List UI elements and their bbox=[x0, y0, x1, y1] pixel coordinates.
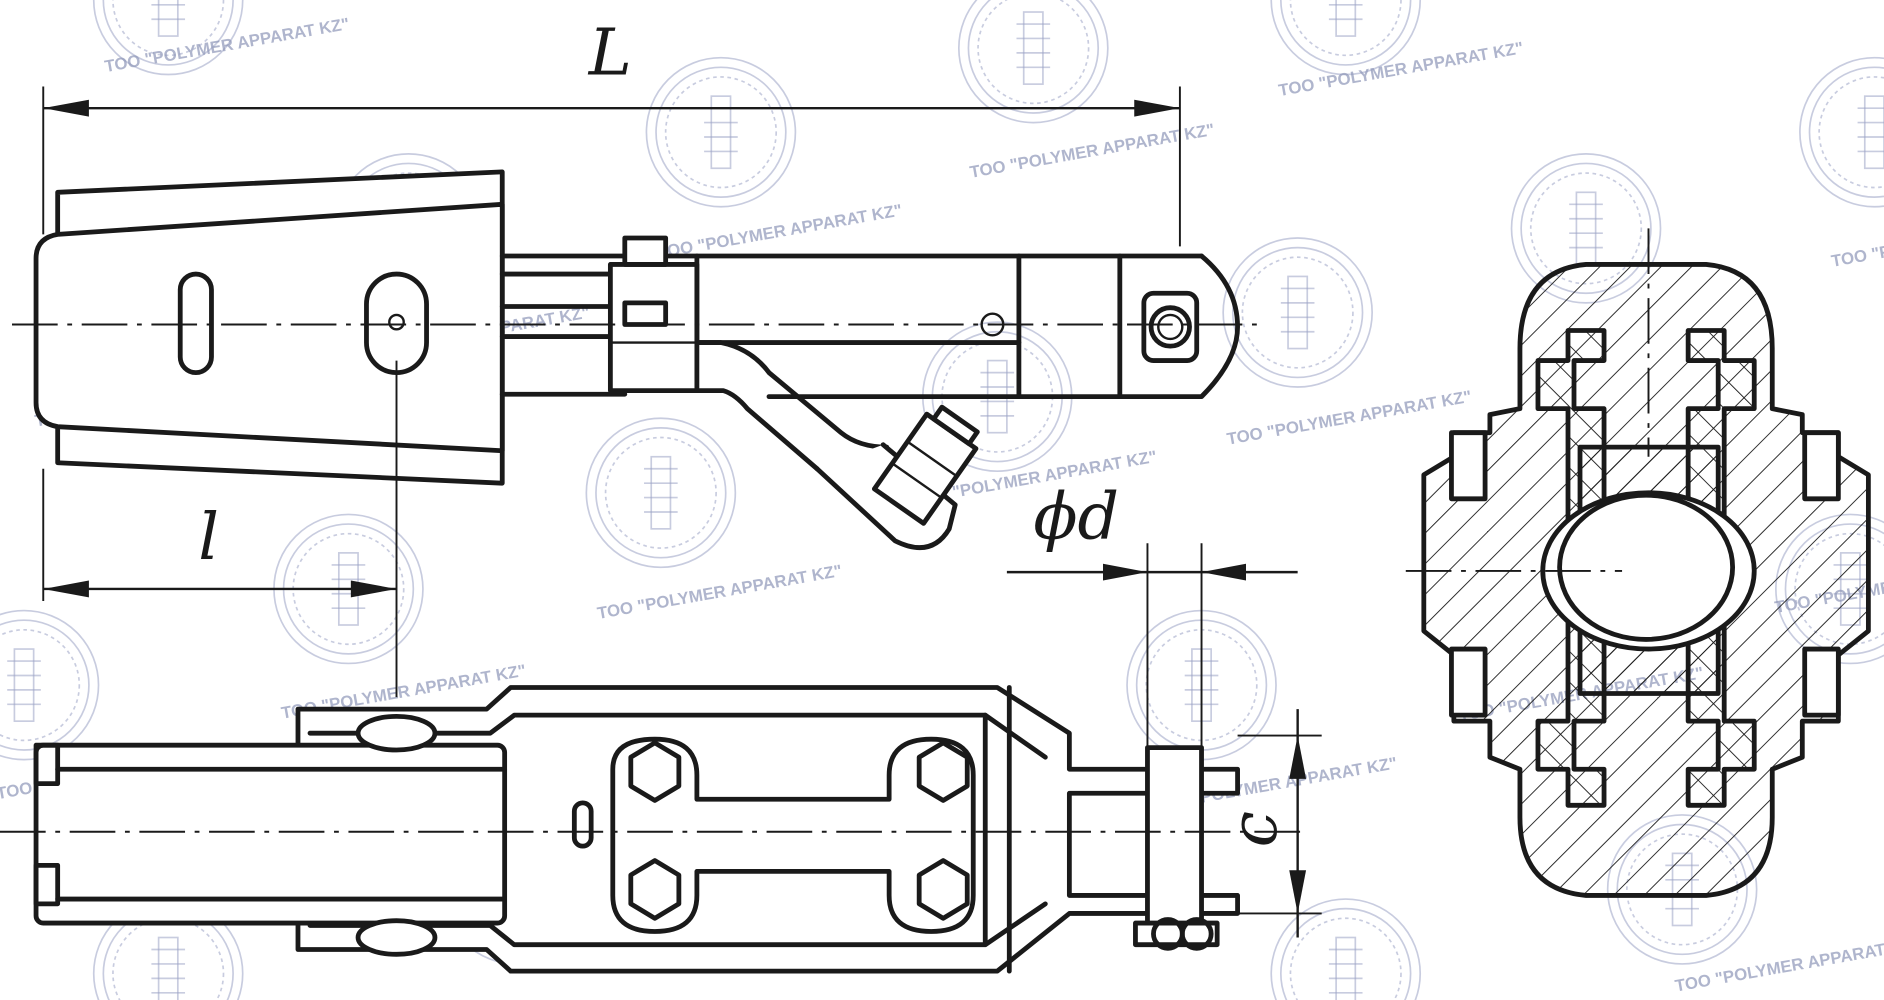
watermark-text: TOO "POLYMER APPARAT KZ" bbox=[103, 14, 351, 76]
dimension-label-l: l bbox=[198, 500, 219, 575]
clamp-body-plan bbox=[33, 742, 508, 926]
watermark-text: TOO "POLYMER APPARAT KZ" bbox=[968, 120, 1216, 182]
watermark-text: TOO "POLYMER APPARAT KZ" bbox=[1277, 38, 1525, 100]
plate-bolts bbox=[628, 740, 970, 921]
watermark-text: TOO "POLYMER APPARAT KZ" bbox=[596, 561, 844, 623]
dimension-label-c: c bbox=[1217, 811, 1292, 847]
pin bbox=[1145, 745, 1204, 928]
section-view bbox=[1405, 228, 1871, 898]
arrow-head bbox=[43, 99, 89, 117]
dimension-label-d: ϕd bbox=[1033, 479, 1119, 554]
bolt-block bbox=[607, 262, 700, 394]
eye-nut bbox=[1141, 290, 1200, 363]
side-view: L bbox=[12, 16, 1298, 770]
arrow-head bbox=[1134, 99, 1180, 117]
watermark-text: TOO "POLYMER APPARAT KZ" bbox=[656, 201, 904, 263]
plan-view: c bbox=[0, 685, 1322, 974]
watermark-text: TOO "POLYMER APPARAT KZ" bbox=[1225, 387, 1473, 449]
watermark-text: TOO "POLYMER APPARAT KZ" bbox=[1674, 934, 1884, 996]
tail-bolt bbox=[871, 404, 980, 526]
dimension-label-L: L bbox=[588, 16, 632, 91]
watermark-text: TOO "POLYMER APPARAT KZ" bbox=[1830, 209, 1884, 271]
clamp-housing-body bbox=[33, 201, 505, 454]
slot bbox=[177, 271, 214, 375]
link-plate bbox=[610, 736, 976, 934]
